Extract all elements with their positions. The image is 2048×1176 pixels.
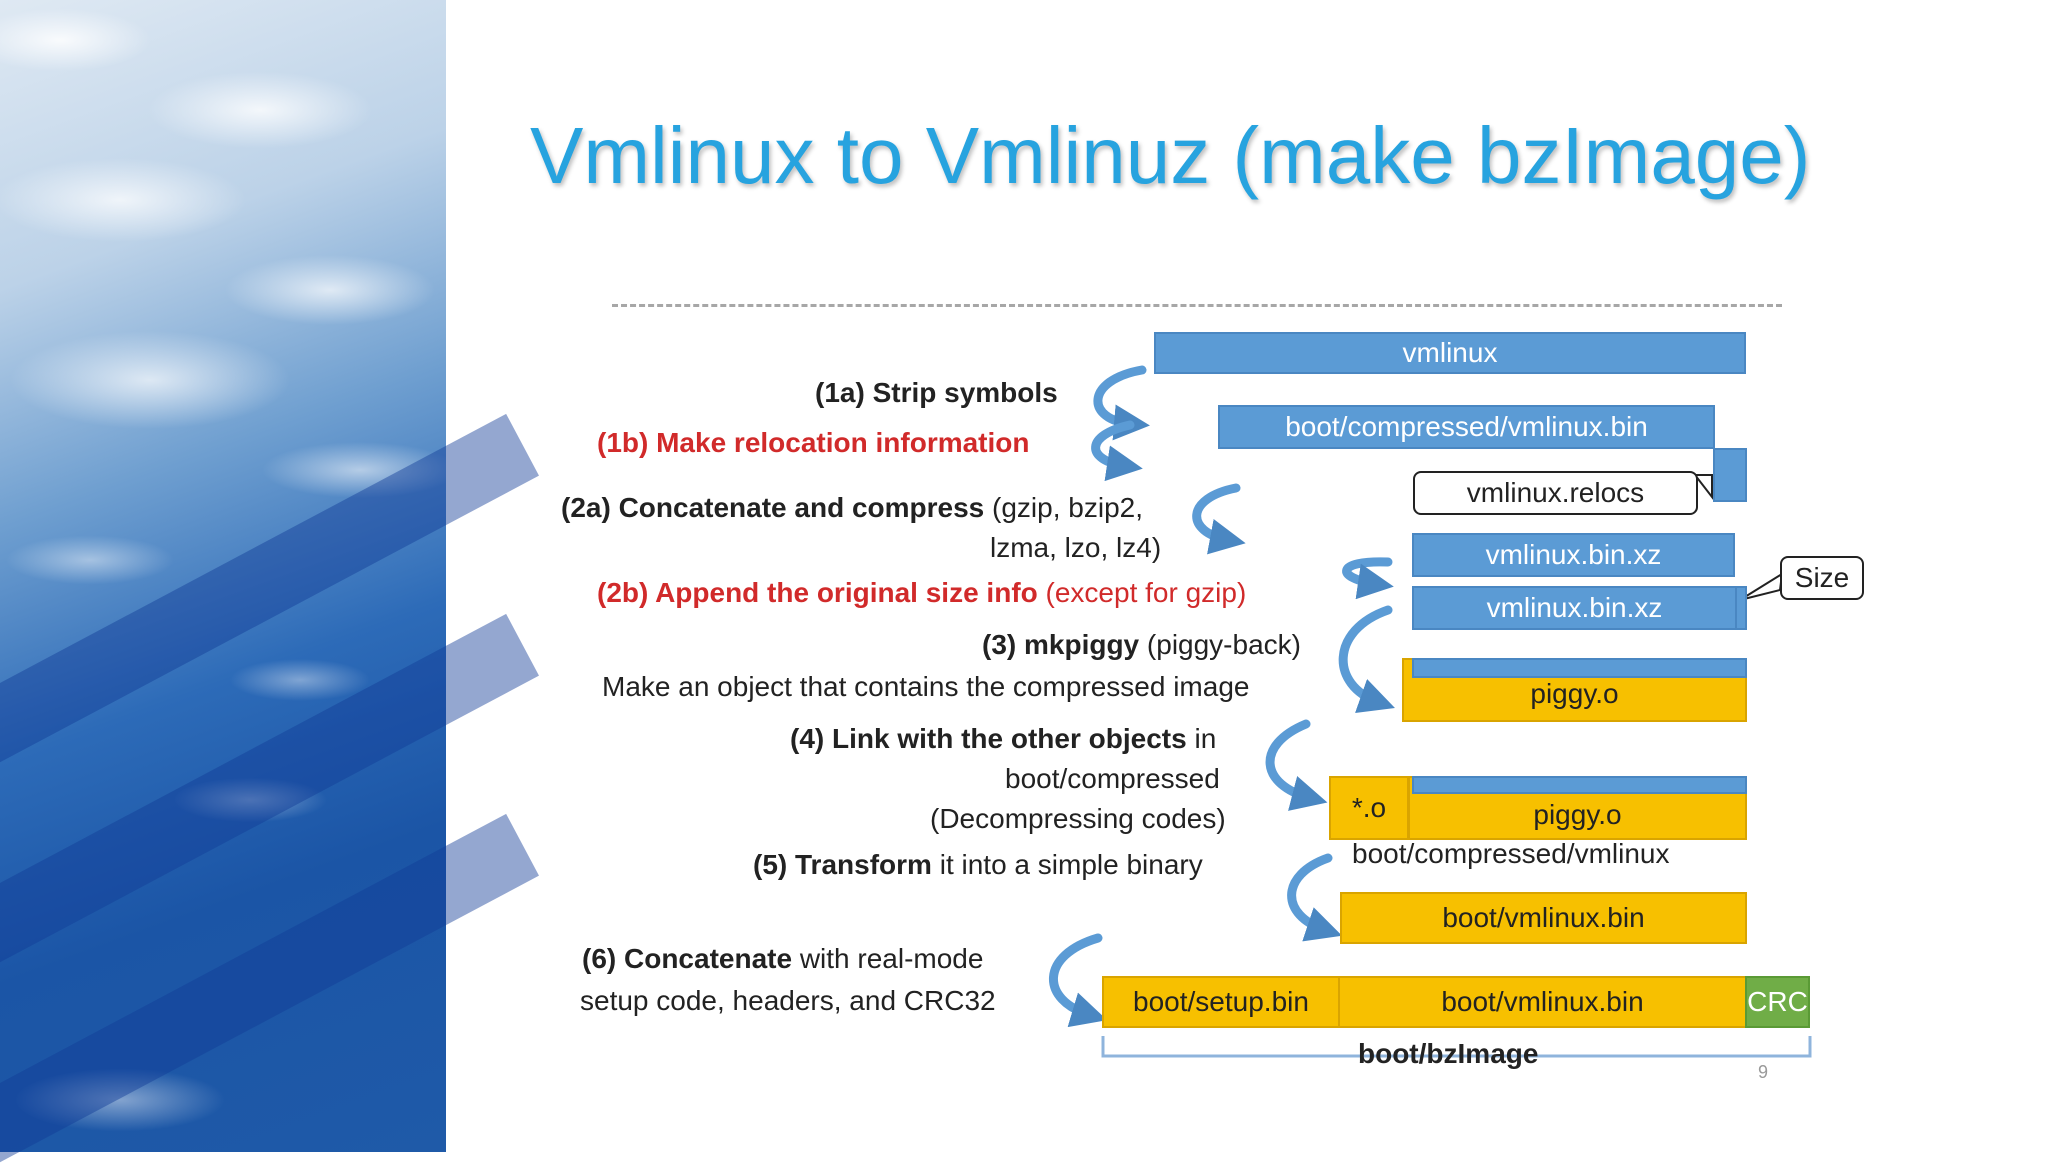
crc-box: CRC (1745, 976, 1810, 1028)
vmlinux-bin-box: boot/compressed/vmlinux.bin (1218, 405, 1715, 449)
compressed-vmlinux-label: boot/compressed/vmlinux (1352, 838, 1669, 870)
star-o-box: *.o (1329, 776, 1409, 840)
curved-arrow-3 (1343, 610, 1388, 702)
boot-vmlinux-bin-box: boot/vmlinux.bin (1340, 892, 1747, 944)
curved-arrow-2b (1347, 562, 1388, 584)
boot-vmlinux-bin-box-2: boot/vmlinux.bin (1338, 976, 1747, 1028)
piggy-payload-strip (1412, 658, 1747, 678)
vmlinux-box: vmlinux (1154, 332, 1746, 374)
curved-arrow-2a (1197, 488, 1236, 540)
curved-arrow-1a (1098, 370, 1142, 424)
relocs-data-box (1713, 448, 1747, 502)
relocs-callout: vmlinux.relocs (1413, 471, 1698, 515)
setup-bin-box: boot/setup.bin (1102, 976, 1340, 1028)
curved-arrow-1b (1096, 425, 1130, 466)
curved-arrow-5 (1292, 858, 1328, 930)
page-number: 9 (1758, 1062, 1768, 1083)
bzimage-label: boot/bzImage (1358, 1038, 1538, 1070)
curved-arrow-4 (1270, 724, 1310, 798)
size-callout: Size (1780, 556, 1864, 600)
size-info-box (1735, 586, 1747, 630)
curved-arrow-6 (1053, 938, 1098, 1015)
xz-box-1: vmlinux.bin.xz (1412, 533, 1735, 577)
xz-box-2: vmlinux.bin.xz (1412, 586, 1737, 630)
piggy-payload-strip-2 (1412, 776, 1747, 794)
